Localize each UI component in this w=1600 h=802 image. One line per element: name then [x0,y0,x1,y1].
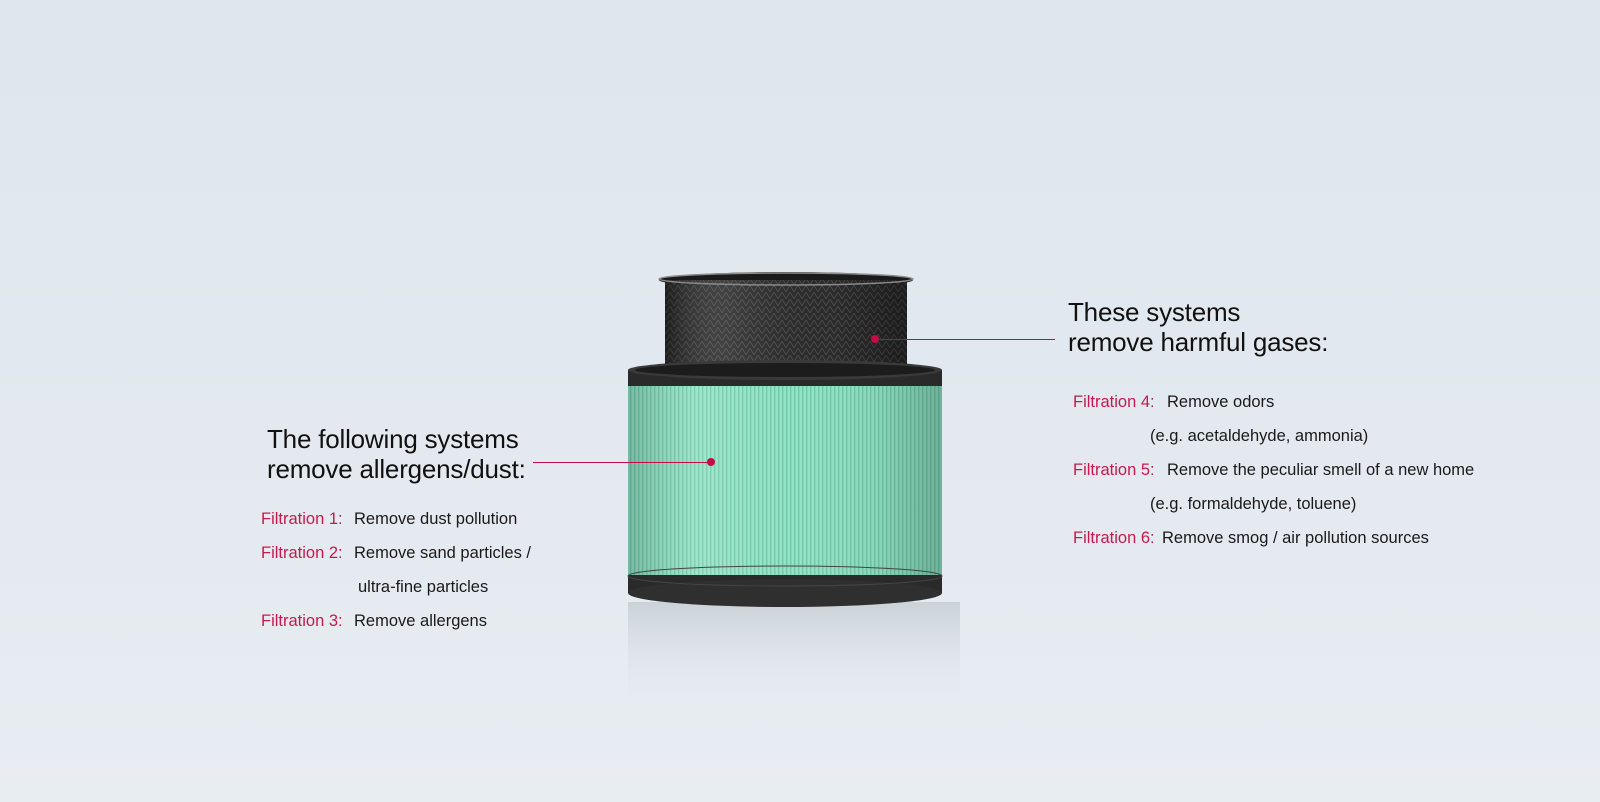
filtration-label: Filtration 1: [261,510,343,528]
allergens-heading-line1: The following systems [267,424,519,454]
filtration-label: Filtration 4: [1073,393,1155,411]
callout-line-right [878,339,1055,340]
callout-line-left [533,462,712,463]
filtration-item-5: Filtration 5: Remove the peculiar smell … [1073,453,1513,487]
filtration-label: Filtration 6: [1073,529,1155,547]
callout-dot-right [871,335,879,343]
filtration-desc: Remove odors [1167,393,1275,411]
filtration-desc: Remove sand particles / [354,544,531,562]
filtration-item-4: Filtration 4: Remove odors [1073,385,1513,419]
filtration-desc: Remove allergens [354,612,487,630]
filtration-item-4-continuation: (e.g. acetaldehyde, ammonia) [1073,419,1513,453]
air-filter-image [627,272,960,712]
filtration-label: Filtration 3: [261,612,343,630]
filtration-desc: Remove smog / air pollution sources [1162,529,1429,547]
filtration-label: Filtration 5: [1073,461,1155,479]
filtration-item-1: Filtration 1: Remove dust pollution [261,502,561,536]
filtration-item-6: Filtration 6: Remove smog / air pollutio… [1073,521,1513,555]
allergen-filter-list: Filtration 1: Remove dust pollution Filt… [261,502,561,638]
harmful-gases-heading: These systems remove harmful gases: [1068,297,1328,357]
filtration-desc-continuation: (e.g. acetaldehyde, ammonia) [1150,427,1369,445]
filtration-item-2-continuation: ultra-fine particles [261,570,561,604]
filtration-desc-continuation: (e.g. formaldehyde, toluene) [1150,495,1357,513]
filtration-item-3: Filtration 3: Remove allergens [261,604,561,638]
harmful-gases-heading-line1: These systems [1068,297,1241,327]
harmful-gases-heading-line2: remove harmful gases: [1068,327,1329,357]
allergens-heading-line2: remove allergens/dust: [267,454,526,484]
filtration-item-5-continuation: (e.g. formaldehyde, toluene) [1073,487,1513,521]
filtration-item-2: Filtration 2: Remove sand particles / [261,536,561,570]
filtration-label: Filtration 2: [261,544,343,562]
allergens-heading: The following systems remove allergens/d… [267,424,526,484]
filtration-desc-continuation: ultra-fine particles [358,578,489,596]
callout-dot-left [707,458,715,466]
filtration-desc: Remove dust pollution [354,510,518,528]
gas-filter-list: Filtration 4: Remove odors (e.g. acetald… [1073,385,1513,555]
filtration-desc: Remove the peculiar smell of a new home [1167,461,1475,479]
